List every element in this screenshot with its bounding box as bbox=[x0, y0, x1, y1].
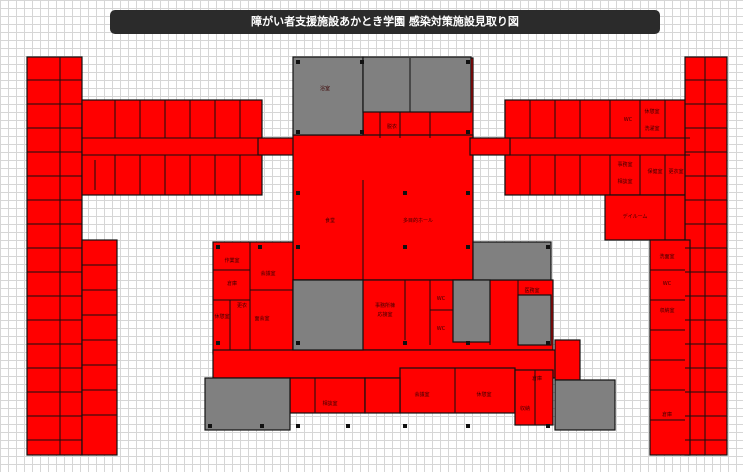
east-gray-room bbox=[472, 241, 552, 281]
label-west-center-e: 休憩室 bbox=[214, 313, 229, 320]
south-gray-east bbox=[554, 379, 616, 431]
label-office: 事務所棟 bbox=[375, 302, 395, 309]
interior-walls bbox=[27, 57, 727, 455]
west-ward bbox=[26, 56, 83, 456]
label-east-wc: WC bbox=[624, 117, 633, 123]
label-east-a: 休憩室 bbox=[644, 108, 659, 115]
label-east-e: 保健室 bbox=[647, 168, 662, 175]
label-south-b: 会議室 bbox=[414, 391, 429, 398]
label-west-center-f: 面会室 bbox=[254, 315, 269, 322]
label-west-center-a: 作業室 bbox=[224, 257, 239, 264]
gray-zone-group bbox=[204, 56, 616, 431]
dining-hall bbox=[292, 134, 474, 281]
structural-columns bbox=[208, 60, 550, 428]
label-center-gray: 医務室 bbox=[524, 287, 539, 294]
map-title: 障がい者支援施設あかとき学園 感染対策施設見取り図 bbox=[110, 10, 660, 34]
east-wing bbox=[504, 99, 691, 196]
label-east-f: 更衣室 bbox=[668, 168, 683, 175]
label-south-a: 相談室 bbox=[322, 400, 337, 407]
center-gray-west bbox=[292, 279, 364, 351]
east-ward bbox=[684, 56, 728, 456]
west-ward-lower bbox=[81, 239, 118, 456]
label-east-ward-b: 収納室 bbox=[659, 307, 674, 314]
room-labels: 浴室 脱衣 食堂 多目的ホール WC 休憩室 洗濯室 事務室 相談室 保健室 更… bbox=[214, 85, 683, 418]
east-stub bbox=[554, 339, 581, 381]
label-day-room: デイルーム bbox=[623, 213, 648, 220]
east-day-room bbox=[604, 194, 696, 241]
east-corridor bbox=[469, 137, 511, 156]
south-room-center bbox=[399, 367, 516, 414]
label-dressing: 脱衣 bbox=[387, 123, 397, 130]
south-gray-west bbox=[204, 377, 291, 431]
east-gray-small bbox=[517, 294, 552, 346]
label-west-center-d: 更衣 bbox=[237, 302, 247, 309]
south-gap bbox=[364, 377, 401, 414]
east-ward-inner bbox=[649, 239, 691, 456]
red-zone-group bbox=[26, 56, 728, 456]
label-east-ward-wc: WC bbox=[663, 281, 672, 287]
label-bath: 浴室 bbox=[320, 85, 330, 92]
label-south-d: 倉庫 bbox=[532, 375, 542, 382]
label-west-center-c: 倉庫 bbox=[227, 280, 237, 287]
label-south-c: 休憩室 bbox=[476, 391, 491, 398]
label-east-c: 事務室 bbox=[617, 161, 632, 168]
center-gray-east bbox=[452, 279, 491, 343]
label-office-sub: 応接室 bbox=[377, 311, 392, 318]
label-center-wc-2: WC bbox=[437, 326, 446, 332]
bath-room bbox=[292, 56, 364, 136]
label-east-ward-a: 洗面室 bbox=[659, 253, 674, 260]
label-south-e: 収納 bbox=[520, 405, 530, 412]
label-east-b: 洗濯室 bbox=[644, 125, 659, 132]
label-dining-west: 食堂 bbox=[325, 217, 335, 224]
label-east-d: 相談室 bbox=[617, 178, 632, 185]
south-room-east bbox=[514, 369, 554, 426]
label-dining-hall: 多目的ホール bbox=[403, 217, 433, 224]
west-wing bbox=[81, 99, 263, 196]
west-corridor bbox=[257, 137, 299, 156]
label-west-center-b: 会議室 bbox=[260, 270, 275, 277]
bath-north bbox=[362, 56, 472, 113]
label-east-ward-c: 倉庫 bbox=[662, 411, 672, 418]
south-room-west bbox=[289, 377, 366, 414]
label-center-wc-1: WC bbox=[437, 296, 446, 302]
